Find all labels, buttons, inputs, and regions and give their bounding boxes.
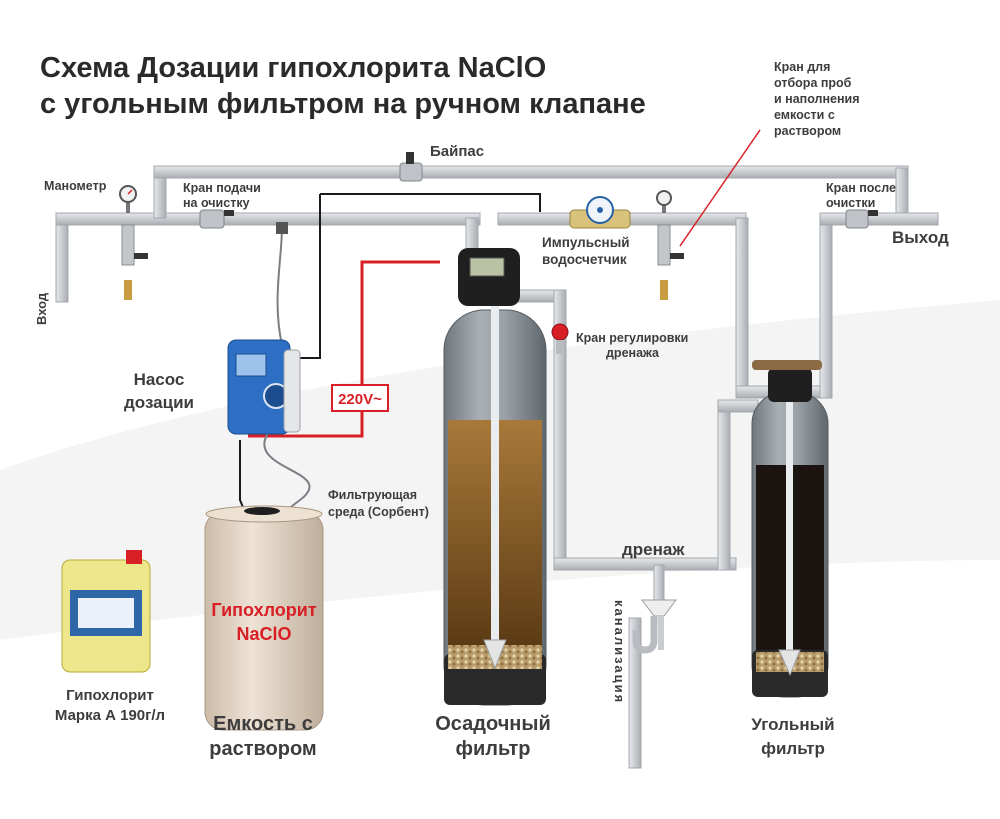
water-meter-icon <box>569 196 631 229</box>
sample-valve-label-line-4: емкости с <box>774 108 835 122</box>
sample-tap-left-icon <box>121 224 148 300</box>
dosing-pump-icon <box>227 339 301 435</box>
solution-tank-icon <box>204 505 324 731</box>
sewer-pipe <box>628 617 642 769</box>
drain-collector <box>553 557 737 571</box>
signal-cable <box>300 193 541 359</box>
diagram-title: Схема Дозации гипохлорита NaClO с угольн… <box>40 50 646 122</box>
canister-label-line-2: Марка А 190г/л <box>54 707 166 724</box>
canister-label: Гипохлорит Марка А 190г/л <box>40 686 180 726</box>
tank-label: Емкость с раствором <box>198 712 328 762</box>
carbon-drain-riser <box>717 399 731 571</box>
title-line-1: Схема Дозации гипохлорита NaClO <box>40 52 547 84</box>
inlet-pipe <box>55 221 69 303</box>
outlet-label: Выход <box>892 228 949 247</box>
tank-label-line-2: раствором <box>209 738 317 760</box>
inlet-valve-label-line-1: Кран подачи <box>183 181 261 195</box>
sediment-filter-label-line-1: Осадочный <box>435 713 551 735</box>
drain-valve-label-line-1: Кран регулировки <box>576 331 689 345</box>
inlet-label: Вход <box>34 292 49 325</box>
inlet-valve-label: Кран подачи на очистку <box>183 181 261 211</box>
tank-text-line-1: Гипохлорит <box>211 600 317 620</box>
ball-valve-icon <box>199 209 234 229</box>
drain-trap-icon <box>632 599 677 654</box>
manual-valve-icon <box>768 368 812 402</box>
carbon-filter-label-line-2: фильтр <box>761 739 825 758</box>
drain-drop <box>653 564 665 606</box>
drain-valve-label: Кран регулировки дренажа <box>576 331 688 361</box>
media-label-line-2: среда (Сорбент) <box>328 505 429 519</box>
outlet-valve-label-line-1: Кран после <box>826 181 896 195</box>
tank-text-line-2: NaClO <box>236 624 292 644</box>
meter-label-line-1: Импульсный <box>542 235 630 250</box>
bypass-label: Байпас <box>430 143 485 160</box>
canister-label-line-1: Гипохлорит <box>66 687 154 704</box>
control-valve-icon <box>458 248 520 306</box>
sediment-filter-label: Осадочный фильтр <box>420 712 566 762</box>
sample-tap-right-icon <box>656 190 684 300</box>
carbon-filter-label: Угольный фильтр <box>738 713 848 761</box>
pump-label: Насос дозации <box>124 368 194 414</box>
sample-valve-label: Кран для отбора проб и наполнения емкост… <box>774 59 860 139</box>
manometer-icon <box>119 185 137 213</box>
sample-valve-label-line-2: отбора проб <box>774 76 852 90</box>
sample-valve-label-line-5: раствором <box>774 124 842 138</box>
main-pipe <box>55 212 481 226</box>
outlet-valve-label-line-2: очистки <box>826 196 876 210</box>
carbon-outlet-riser <box>819 217 833 399</box>
outlet-pipe <box>819 212 939 226</box>
pump-label-line-2: дозации <box>124 393 194 412</box>
meter-label-line-2: водосчетчик <box>542 252 627 267</box>
drain-valve-icon <box>551 323 569 354</box>
meter-label: Импульсный водосчетчик <box>542 234 630 268</box>
canister-icon <box>61 550 151 673</box>
carbon-drain-top <box>717 399 759 413</box>
bypass-valve-icon <box>399 152 423 182</box>
outlet-valve-label: Кран после очистки <box>826 181 896 211</box>
inlet-valve-label-line-2: на очистку <box>183 196 250 210</box>
power-cable <box>248 260 440 438</box>
sample-valve-pointer <box>679 129 761 247</box>
bypass-riser-right <box>895 167 909 219</box>
sediment-filter-icon <box>443 248 547 706</box>
media-label: Фильтрующая среда (Сорбент) <box>328 487 429 521</box>
sewer-label: канализация <box>612 600 627 705</box>
title-line-2: с угольным фильтром на ручном клапане <box>40 88 646 120</box>
media-label-line-1: Фильтрующая <box>328 488 418 502</box>
to-carbon-riser <box>735 217 749 393</box>
injection-point-icon <box>276 222 288 234</box>
bypass-pipe <box>153 165 909 179</box>
carbon-filter-label-line-1: Угольный <box>751 715 835 734</box>
drain-label: дренаж <box>622 540 685 559</box>
manometer-label: Манометр <box>44 179 107 193</box>
pipe-network <box>55 165 939 769</box>
sediment-filter-label-line-2: фильтр <box>455 738 531 760</box>
voltage-label: 220V~ <box>331 384 389 412</box>
outlet-valve-icon <box>845 209 878 229</box>
sample-valve-label-line-3: и наполнения <box>774 92 860 106</box>
suction-hose <box>276 225 283 346</box>
pump-label-line-1: Насос <box>133 370 185 389</box>
tank-text: Гипохлорит NaClO <box>204 598 324 646</box>
tank-label-line-1: Емкость с <box>213 713 313 735</box>
drain-valve-label-line-2: дренажа <box>606 346 659 360</box>
carbon-filter-icon <box>751 360 829 698</box>
sample-valve-label-line-1: Кран для <box>774 60 831 74</box>
